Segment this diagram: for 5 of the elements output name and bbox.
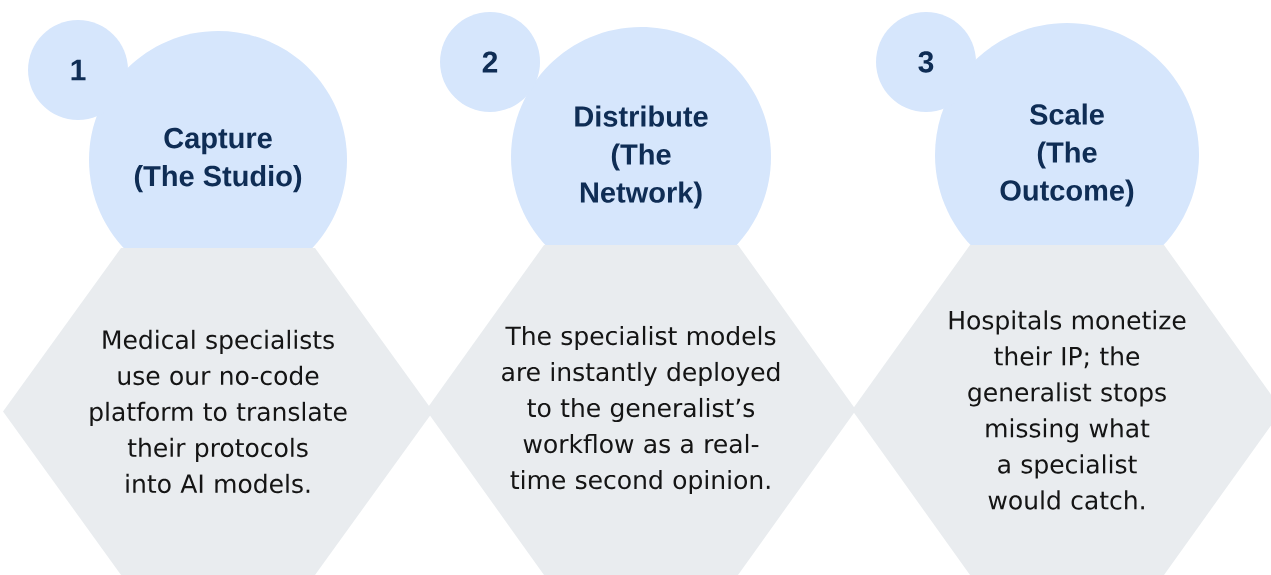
description-hexagon: Hospitals monetize their IP; the generalist stops missing what a specialist would catch. — [852, 245, 1271, 575]
node-label: 3 — [918, 51, 934, 73]
description-hexagon: The specialist models are instantly deployed to the generalist’s workflow as a real-time second opinion. — [426, 245, 856, 575]
description-hexagon: Medical specialists use our no-code platform to translate their protocols into AI models. — [3, 248, 433, 575]
node-label: 1 — [71, 59, 86, 81]
